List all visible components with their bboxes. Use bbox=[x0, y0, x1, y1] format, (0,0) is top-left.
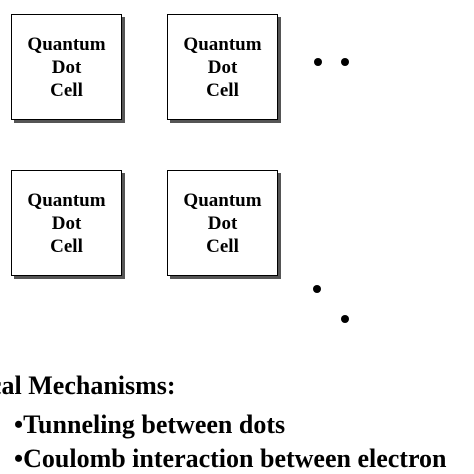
cell-label-line-1: Quantum bbox=[27, 33, 106, 55]
continuation-dot-horizontal-1 bbox=[314, 58, 322, 66]
mechanism-item-tunneling: •Tunneling between dots bbox=[14, 410, 286, 439]
mechanism-item-coulomb: •Coulomb interaction between electron bbox=[14, 444, 447, 473]
quantum-dot-cell-top-left: Quantum Dot Cell bbox=[11, 14, 122, 120]
continuation-dot-diagonal-1 bbox=[313, 285, 321, 293]
cell-label-line-3: Cell bbox=[50, 79, 83, 101]
cell-label-line-1: Quantum bbox=[27, 189, 106, 211]
cell-label-line-2: Dot bbox=[51, 56, 82, 78]
cell-label-line-1: Quantum bbox=[183, 189, 262, 211]
cell-label-line-1: Quantum bbox=[183, 33, 262, 55]
cell-label-line-2: Dot bbox=[207, 56, 238, 78]
quantum-dot-cell-bottom-left: Quantum Dot Cell bbox=[11, 170, 122, 276]
quantum-dot-cell-top-right: Quantum Dot Cell bbox=[167, 14, 278, 120]
cell-label-line-2: Dot bbox=[207, 212, 238, 234]
cell-label-line-3: Cell bbox=[206, 79, 239, 101]
continuation-dot-diagonal-2 bbox=[341, 315, 349, 323]
cell-label-line-2: Dot bbox=[51, 212, 82, 234]
cell-label-line-3: Cell bbox=[206, 235, 239, 257]
continuation-dot-horizontal-2 bbox=[341, 58, 349, 66]
quantum-dot-cell-bottom-right: Quantum Dot Cell bbox=[167, 170, 278, 276]
mechanisms-heading: cal Mechanisms: bbox=[0, 371, 176, 400]
cell-label-line-3: Cell bbox=[50, 235, 83, 257]
